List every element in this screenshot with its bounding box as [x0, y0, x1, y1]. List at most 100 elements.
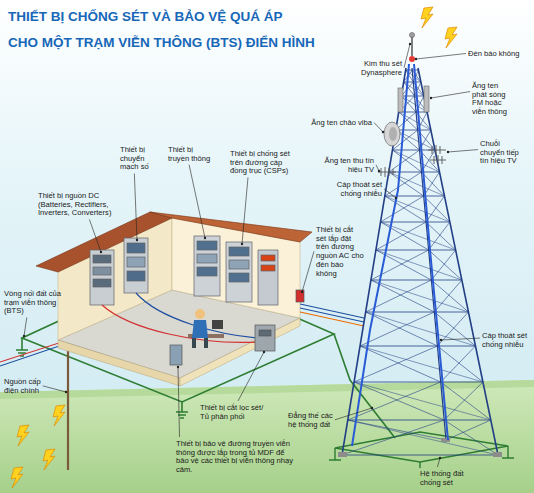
title-slot: THIẾT BỊ CHỐNG SÉT VÀ BẢO VỆ QUÁ ÁP CHO …: [8, 4, 408, 56]
lightning-bolt: [17, 425, 29, 446]
lightning-bolt: [43, 449, 55, 470]
leader-line: [374, 123, 383, 133]
tower-lattice: [354, 382, 483, 383]
feeder-cable: [300, 304, 364, 326]
callout-slot: Hệ thống đất chống sét: [420, 470, 476, 487]
lightning-bolt: [11, 467, 23, 488]
tower-lattice: [354, 382, 491, 420]
leader-dot: [378, 170, 380, 172]
leader-line: [404, 44, 410, 68]
callout-slot: Vòng nối đất của trạm viễn thông (BTS): [4, 290, 62, 316]
tower-lattice: [389, 172, 424, 196]
callout-slot: Cáp thoát sét chống nhiễu: [482, 332, 530, 349]
tower-lattice: [360, 346, 441, 382]
callout-slot: Thiết bị truyền thông: [168, 146, 214, 163]
callout-slot: Ăng ten thu tín hiệu TV: [320, 157, 374, 174]
ground-ring: [334, 334, 395, 438]
callout-slot: Thiết bị cắt sét lắp đặt trên đường nguồ…: [316, 226, 364, 278]
tower-lattice: [444, 382, 483, 420]
leader-line: [437, 458, 440, 467]
equipment-rack: [261, 255, 275, 261]
tower-lattice: [348, 420, 446, 440]
equipment-rack: [229, 247, 249, 256]
leader-dot: [395, 197, 397, 199]
protection-box: [259, 330, 271, 336]
leader-dot: [177, 366, 179, 368]
tower-base-pad: [493, 452, 502, 457]
title-text: THIẾT BỊ CHỐNG SÉT VÀ BẢO VỆ QUÁ ÁP CHO …: [8, 4, 408, 56]
tower-lattice: [444, 420, 498, 455]
tower-lattice: [392, 150, 421, 172]
equipment-rack: [90, 250, 114, 305]
callout-label: Thiết bị cắt lọc sét/ Tủ phân phối: [200, 404, 270, 421]
leader-line: [178, 367, 180, 437]
callout-slot: Thiết bị bảo vệ đường truyền viễn thông …: [176, 440, 298, 475]
operator-figure: [188, 309, 224, 348]
callout-slot: Đèn báo không: [468, 50, 524, 59]
feeder-cable: [300, 312, 364, 326]
shelter-building: [180, 318, 300, 386]
lightning-bolt: [11, 7, 457, 488]
callout-label: Ăng ten phát sóng FM hoặc viễn thông: [472, 82, 514, 117]
callout-label: Cáp thoát sét chống nhiễu: [328, 181, 382, 198]
leader-line: [189, 165, 205, 238]
leader-dot: [263, 351, 265, 353]
tower-lattice: [446, 420, 491, 440]
ground-area: [0, 380, 534, 493]
antenna: [424, 86, 429, 112]
callout-label: Đèn báo không: [468, 50, 524, 59]
tower-lattice: [360, 346, 475, 347]
lightning-bolt: [421, 7, 433, 28]
antenna: [378, 32, 446, 177]
callout-slot: Ăng ten chảo viba: [300, 119, 372, 128]
tower-base-pad: [338, 438, 502, 457]
tower-lattice: [429, 250, 462, 280]
callout-slot: Thiết bị cắt lọc sét/ Tủ phân phối: [200, 404, 270, 421]
tower-lattice: [404, 82, 415, 96]
shelter-building: [58, 340, 180, 386]
shelter-building: [36, 212, 172, 272]
tower-lattice: [437, 346, 483, 382]
indoor-cable: [102, 305, 258, 342]
tower-lattice: [366, 312, 469, 313]
leader-line: [24, 317, 27, 336]
callout-label: Thiết bị chuyển mạch số: [120, 146, 160, 172]
operator-figure: [212, 320, 223, 329]
tower-ground-grid: [335, 432, 508, 462]
antenna: [384, 122, 400, 146]
shelter-building: [150, 212, 312, 242]
ground-ring: [176, 402, 188, 418]
operator-figure: [192, 320, 208, 338]
tower-lattice: [371, 280, 434, 312]
callout-label: Thiết bị nguồn DC (Batteries, Rectifiers…: [38, 192, 122, 218]
tower-lattice: [348, 420, 498, 455]
leader-line: [242, 177, 248, 244]
tower-lattice: [371, 280, 462, 281]
leader-dot: [204, 237, 206, 239]
callout-label: Chuỗi chuyển tiếp tín hiệu TV: [480, 140, 526, 166]
protection-box: [255, 325, 275, 351]
tower-lattice: [434, 280, 462, 312]
equipment-rack: [124, 238, 148, 293]
tower-lattice: [354, 382, 444, 420]
tower-lattice: [389, 150, 420, 172]
leader-dot: [241, 243, 243, 245]
tower-lattice: [371, 250, 429, 280]
operator-figure: [192, 338, 196, 348]
leader-dot: [301, 291, 303, 293]
callout-slot: Ăng ten phát sóng FM hoặc viễn thông: [472, 82, 514, 117]
callout-label: Cáp thoát sét chống nhiễu: [482, 332, 530, 349]
callout-slot: Đẳng thế các hệ thống đất: [288, 412, 338, 429]
tower-lattice: [401, 96, 423, 97]
tower-lattice: [385, 196, 426, 222]
antenna: [428, 145, 446, 165]
lightning-bolt: [53, 405, 65, 426]
callout-slot: Kim thu sét Dynasphere: [356, 60, 402, 77]
equipment-rack: [229, 260, 249, 269]
tower-lattice: [431, 250, 455, 280]
ground-area: [0, 380, 534, 399]
protection-box: [170, 290, 304, 365]
